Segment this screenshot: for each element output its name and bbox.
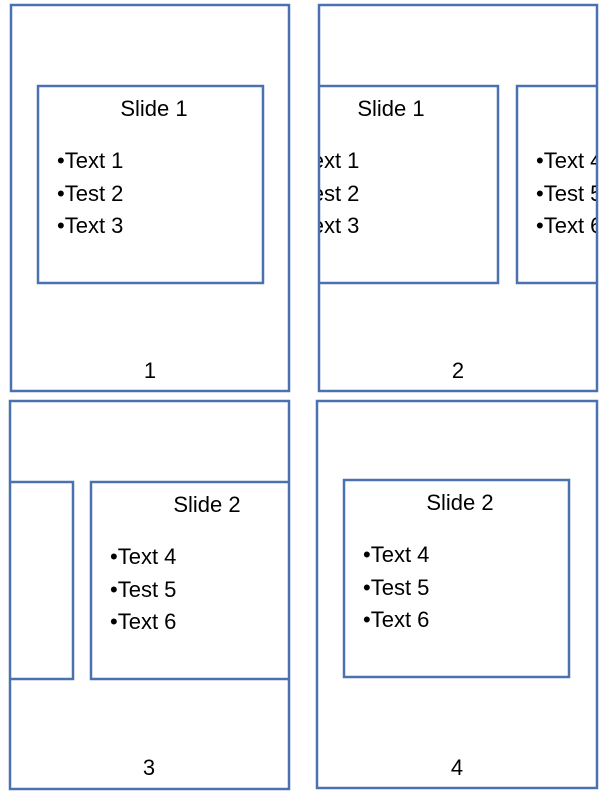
panel-4-number: 4 (451, 755, 463, 780)
panel-2-slide-2-box (515, 84, 596, 285)
panel-4-slide-title: Slide 2 (426, 490, 493, 515)
panel-3-bullet-2: •Test 5 (110, 577, 176, 602)
panel-2: Slide 1 •Text 1 •Test 2 •Text 3 •Text 4 … (293, 3, 602, 393)
panel-2-slide-1-box (320, 84, 500, 285)
panel-3-slide-2-box (89, 480, 288, 681)
panel-4-frame (315, 399, 599, 790)
panel-1-frame (9, 3, 291, 393)
panel-2-next-bullet-1: •Text 4 (536, 148, 602, 173)
panel-2-frame (317, 3, 599, 393)
panel-2-bullet-2: •Test 2 (293, 181, 359, 206)
panel-4-bullet-3: •Text 6 (363, 607, 429, 632)
panel-1-bullet-1: •Text 1 (57, 148, 123, 173)
panel-3-bullet-3: •Text 6 (110, 609, 176, 634)
panel-4-bullet-2: •Test 5 (363, 575, 429, 600)
panel-3-slide-title: Slide 2 (173, 492, 240, 517)
panel-2-slide-title: Slide 1 (357, 96, 424, 121)
panel-3-number: 3 (143, 755, 155, 780)
panel-4-bullet-1: •Text 4 (363, 542, 429, 567)
panel-2-next-bullet-3: •Text 6 (536, 213, 602, 238)
panel-3-slide-1-box (11, 480, 75, 681)
panel-2-number: 2 (452, 358, 464, 383)
panel-3-frame (8, 399, 291, 791)
panel-4: Slide 2 •Text 4 •Test 5 •Text 6 4 (315, 399, 599, 790)
panel-2-bullet-3: •Text 3 (293, 213, 359, 238)
panel-1-slide-box (36, 84, 265, 285)
panel-1-bullet-2: •Test 2 (57, 181, 123, 206)
panel-3-bullet-1: •Text 4 (110, 544, 176, 569)
panel-4-slide-box (342, 478, 571, 679)
panel-3: Slide 2 •Text 4 •Test 5 •Text 6 3 (8, 399, 291, 791)
panel-2-bullet-1: •Text 1 (293, 148, 359, 173)
panel-2-next-bullet-2: •Test 5 (536, 181, 602, 206)
panel-1-bullet-3: •Text 3 (57, 213, 123, 238)
panel-1-number: 1 (144, 358, 156, 383)
panel-1-slide-title: Slide 1 (120, 96, 187, 121)
panel-1: Slide 1 •Text 1 •Test 2 •Text 3 1 (9, 3, 291, 393)
